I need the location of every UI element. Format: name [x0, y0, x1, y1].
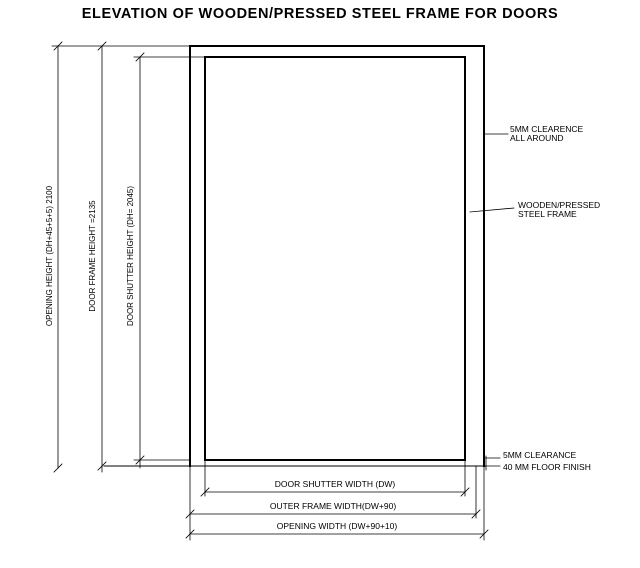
door-shutter: [204, 56, 466, 461]
leader-frame: [469, 207, 515, 213]
note-bottom-clearance: 5MM CLEARANCE: [503, 450, 577, 460]
outer-frame: [189, 45, 485, 467]
dimension-outer-frame-width: [185, 465, 481, 541]
drawing-title: ELEVATION OF WOODEN/PRESSED STEEL FRAME …: [81, 6, 559, 22]
label-shutter-height: DOOR SHUTTER HEIGHT (DH= 2045): [126, 186, 135, 326]
note-frame-line2: STEEL FRAME: [518, 209, 577, 219]
note-clearance-line1: 5MM CLEARENCE: [510, 124, 584, 134]
dimension-opening-width: [185, 465, 489, 541]
note-frame-line1: WOODEN/PRESSED: [518, 200, 600, 210]
note-floor-finish: 40 MM FLOOR FINISH: [503, 462, 591, 472]
leader-floor: [483, 455, 501, 471]
label-opening-height: OPENING HEIGHT (DH+45+5+5) 2100: [45, 185, 54, 326]
dimension-opening-height: [51, 41, 191, 473]
label-frame-height: DOOR FRAME HEIGHT =2135: [88, 200, 97, 312]
label-shutter-width: DOOR SHUTTER WIDTH (DW): [275, 479, 396, 489]
dimension-frame-height: [97, 41, 107, 473]
label-opening-width: OPENING WIDTH (DW+90+10): [277, 521, 398, 531]
dimension-shutter-height: [133, 52, 206, 469]
label-outer-frame-width: OUTER FRAME WIDTH(DW+90): [270, 501, 396, 511]
dimension-shutter-width: [200, 459, 470, 497]
note-clearance-line2: ALL AROUND: [510, 133, 564, 143]
